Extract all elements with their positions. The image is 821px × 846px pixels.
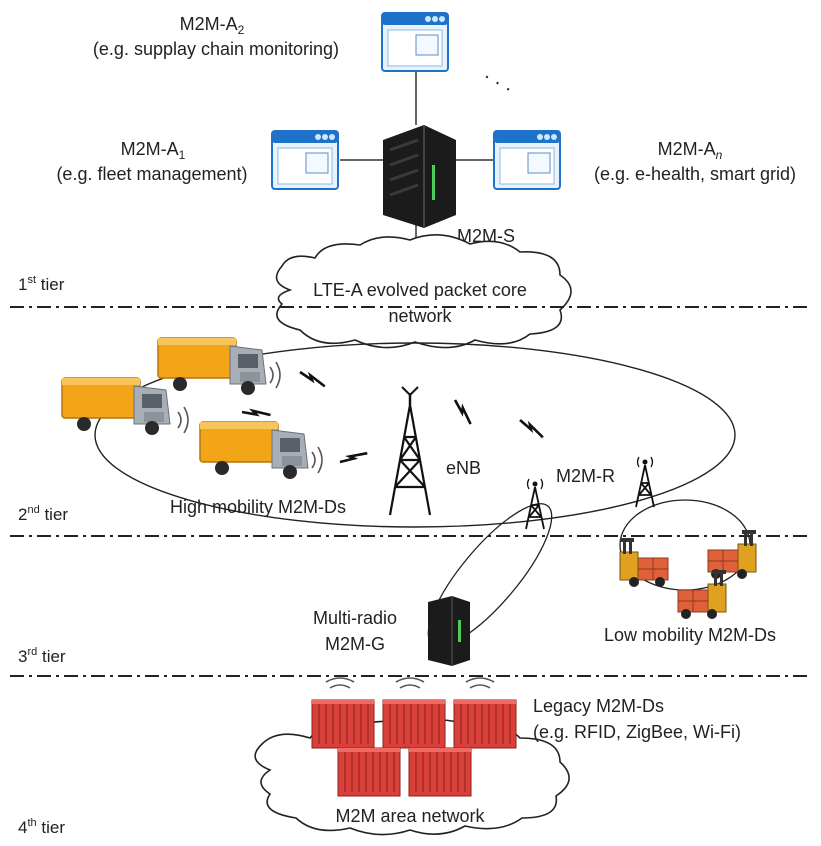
wireless-waves-icon <box>269 361 281 389</box>
container-icon <box>408 747 472 797</box>
truck-icon <box>199 421 309 480</box>
tier-1-label: 1st tier <box>18 274 65 294</box>
enb-label: eNB <box>446 458 481 478</box>
enb-tower-icon <box>388 385 432 517</box>
truck-icon <box>61 377 171 436</box>
app-window-icon-a2 <box>381 12 449 72</box>
gateway-line1: Multi-radio <box>313 608 397 628</box>
app-window-icon-a1 <box>271 130 339 190</box>
server-label: M2M-S <box>457 226 515 246</box>
low-mobility-label: Low mobility M2M-Ds <box>604 625 776 645</box>
tier-2-label: 2nd tier <box>18 504 68 524</box>
relay-label: M2M-R <box>556 466 615 486</box>
apps-ellipsis: · · · <box>479 65 517 100</box>
core-network-line1: LTE-A evolved packet core <box>313 280 527 300</box>
legacy-line1: Legacy M2M-Ds <box>533 696 664 716</box>
gateway-line2: M2M-G <box>325 634 385 654</box>
core-network-line2: network <box>388 306 452 326</box>
gateway-device-icon <box>428 596 470 666</box>
legacy-line2: (e.g. RFID, ZigBee, Wi-Fi) <box>533 722 741 742</box>
server-rack-icon <box>383 125 456 228</box>
container-icon <box>382 699 446 749</box>
container-icon <box>453 699 517 749</box>
enb-coverage-ellipse <box>94 342 736 528</box>
high-mobility-label: High mobility M2M-Ds <box>170 497 346 517</box>
tier-4-label: 4th tier <box>18 817 65 837</box>
truck-icon <box>157 337 267 396</box>
container-icon <box>337 747 401 797</box>
container-icon <box>311 699 375 749</box>
app-a2-desc: (e.g. supplay chain monitoring) <box>93 39 339 59</box>
tier-3-label: 3rd tier <box>18 646 66 666</box>
tier-separators <box>10 306 811 677</box>
app-window-icon-an <box>493 130 561 190</box>
core-network-cloud <box>275 234 572 349</box>
forklift-icon <box>619 537 669 588</box>
wireless-waves-icon <box>177 406 189 434</box>
wireless-waves-icon <box>311 446 323 474</box>
app-an-name: M2M-An <box>658 139 723 162</box>
app-an-desc: (e.g. e-health, smart grid) <box>594 164 796 184</box>
app-a1-desc: (e.g. fleet management) <box>56 164 247 184</box>
area-network-label: M2M area network <box>335 806 485 826</box>
app-a1-name: M2M-A1 <box>121 139 186 162</box>
container-waves <box>325 677 495 689</box>
app-a2-name: M2M-A2 <box>180 14 245 37</box>
